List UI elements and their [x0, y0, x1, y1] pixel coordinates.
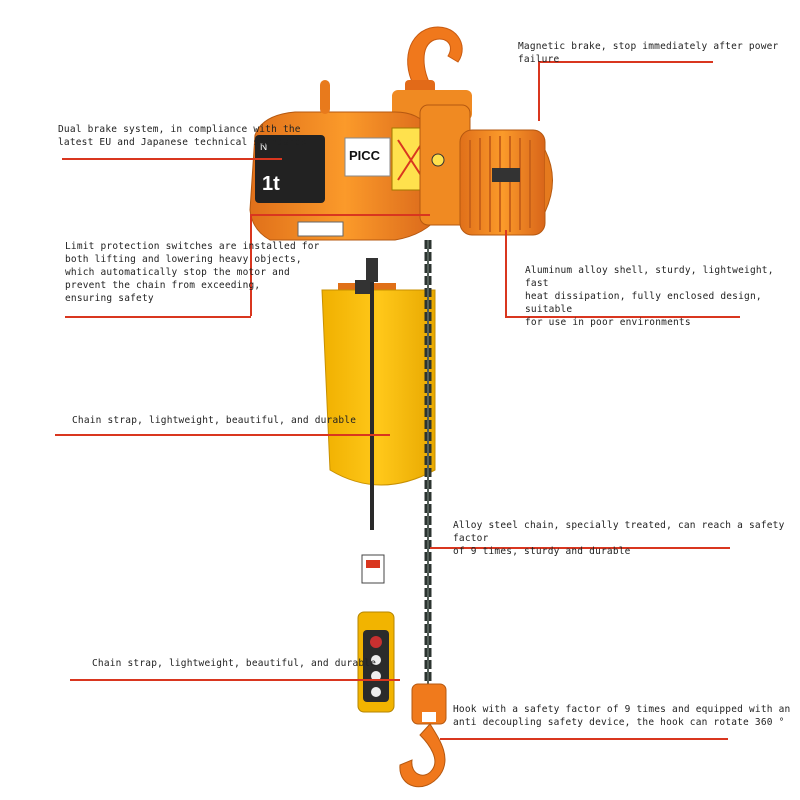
leader-line: [65, 316, 251, 318]
leader-line: [430, 547, 730, 549]
annotation-dual-brake: Dual brake system, in compliance with th…: [58, 124, 307, 148]
capacity-label: 1t: [262, 173, 280, 195]
leader-line: [505, 230, 507, 316]
leader-line: [505, 316, 740, 318]
leader-line: [250, 214, 252, 316]
hoist-body: N 1t PICC: [249, 80, 471, 241]
annotation-magnetic-brake: Magnetic brake, stop immediately after p…: [518, 41, 779, 65]
leader-line: [62, 158, 282, 160]
leader-line: [250, 214, 430, 216]
chain-bag: [321, 280, 436, 486]
annotation-chain-strap-lower: Chain strap, lightweight, beautiful, and…: [92, 658, 377, 669]
leader-line: [440, 738, 728, 740]
leader-line: [538, 61, 540, 121]
annotation-chain-strap-upper: Chain strap, lightweight, beautiful, and…: [72, 415, 357, 426]
svg-text:N: N: [260, 142, 267, 153]
control-cable: [361, 258, 385, 584]
motor-housing: [459, 129, 553, 236]
picc-label: PICC: [349, 148, 381, 163]
pendant-controller: [357, 611, 395, 713]
annotation-hook: Hook with a safety factor of 9 times and…: [453, 704, 791, 728]
leader-line: [70, 679, 400, 681]
annotation-aluminum-shell: Aluminum alloy shell, sturdy, lightweigh…: [525, 265, 774, 328]
leader-line: [55, 434, 390, 436]
annotation-alloy-chain: Alloy steel chain, specially treated, ca…: [453, 520, 785, 557]
leader-line: [538, 61, 713, 63]
bottom-hook: [399, 683, 447, 788]
annotation-limit-switches: Limit protection switches are installed …: [65, 241, 320, 304]
